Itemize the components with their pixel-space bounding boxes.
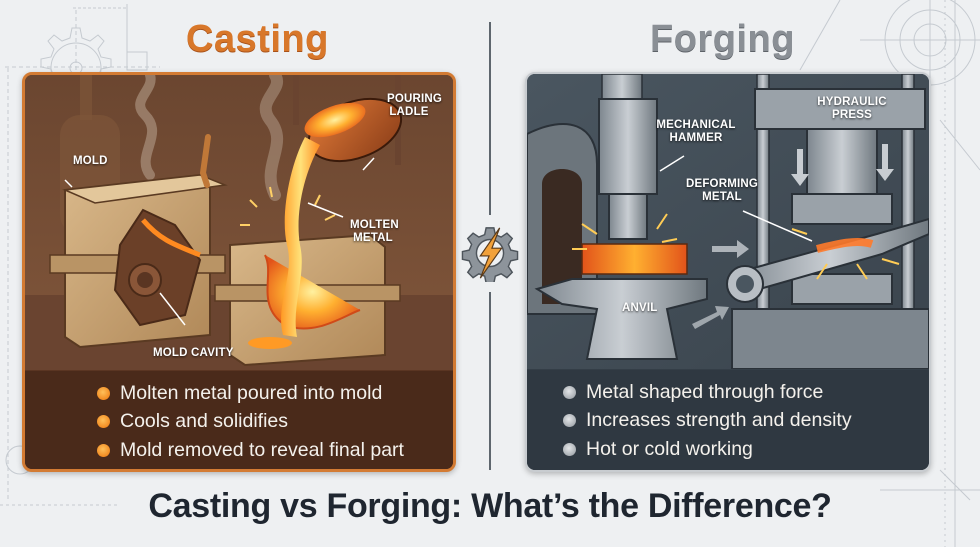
casting-illustration	[25, 75, 453, 370]
forging-bullet: Hot or cold working	[563, 435, 929, 464]
label-mold-cavity: MOLD CAVITY	[153, 347, 234, 359]
casting-bullet: Molten metal poured into mold	[97, 379, 453, 408]
label-anvil: ANVIL	[622, 302, 658, 314]
gear-lightning-icon	[461, 227, 519, 282]
label-mechanical-hammer: MECHANICAL HAMMER	[656, 119, 736, 144]
forging-illustration	[527, 74, 929, 369]
gray-dot-icon	[563, 442, 576, 456]
gray-dot-icon	[563, 414, 576, 428]
forging-panel: HYDRAULIC PRESS MECHANICAL HAMMER DEFORM…	[525, 72, 931, 472]
orange-dot-icon	[97, 386, 110, 400]
label-deforming-metal: DEFORMING METAL	[685, 178, 759, 203]
forging-title: Forging	[650, 18, 795, 60]
label-hydraulic-press: HYDRAULIC PRESS	[817, 96, 887, 121]
forging-bullet: Metal shaped through force	[563, 378, 929, 407]
casting-bullet-list: Molten metal poured into mold Cools and …	[25, 371, 453, 469]
orange-dot-icon	[97, 415, 110, 429]
casting-title: Casting	[186, 18, 329, 60]
gray-dot-icon	[563, 385, 576, 399]
casting-bullet: Cools and solidifies	[97, 408, 453, 437]
forging-bullet-list: Metal shaped through force Increases str…	[527, 370, 929, 470]
label-mold: MOLD	[73, 155, 108, 167]
forging-bullet: Increases strength and density	[563, 407, 929, 436]
divider-top	[489, 22, 491, 215]
main-heading: Casting vs Forging: What’s the Differenc…	[148, 487, 832, 525]
casting-bullet: Mold removed to reveal final part	[97, 436, 453, 465]
orange-dot-icon	[97, 443, 110, 457]
label-molten-metal: MOLTEN METAL	[350, 219, 399, 244]
label-pouring-ladle: POURING LADLE	[387, 93, 443, 118]
divider-bottom	[489, 292, 491, 470]
casting-panel: MOLD POURING LADLE MOLTEN METAL MOLD CAV…	[22, 72, 456, 472]
